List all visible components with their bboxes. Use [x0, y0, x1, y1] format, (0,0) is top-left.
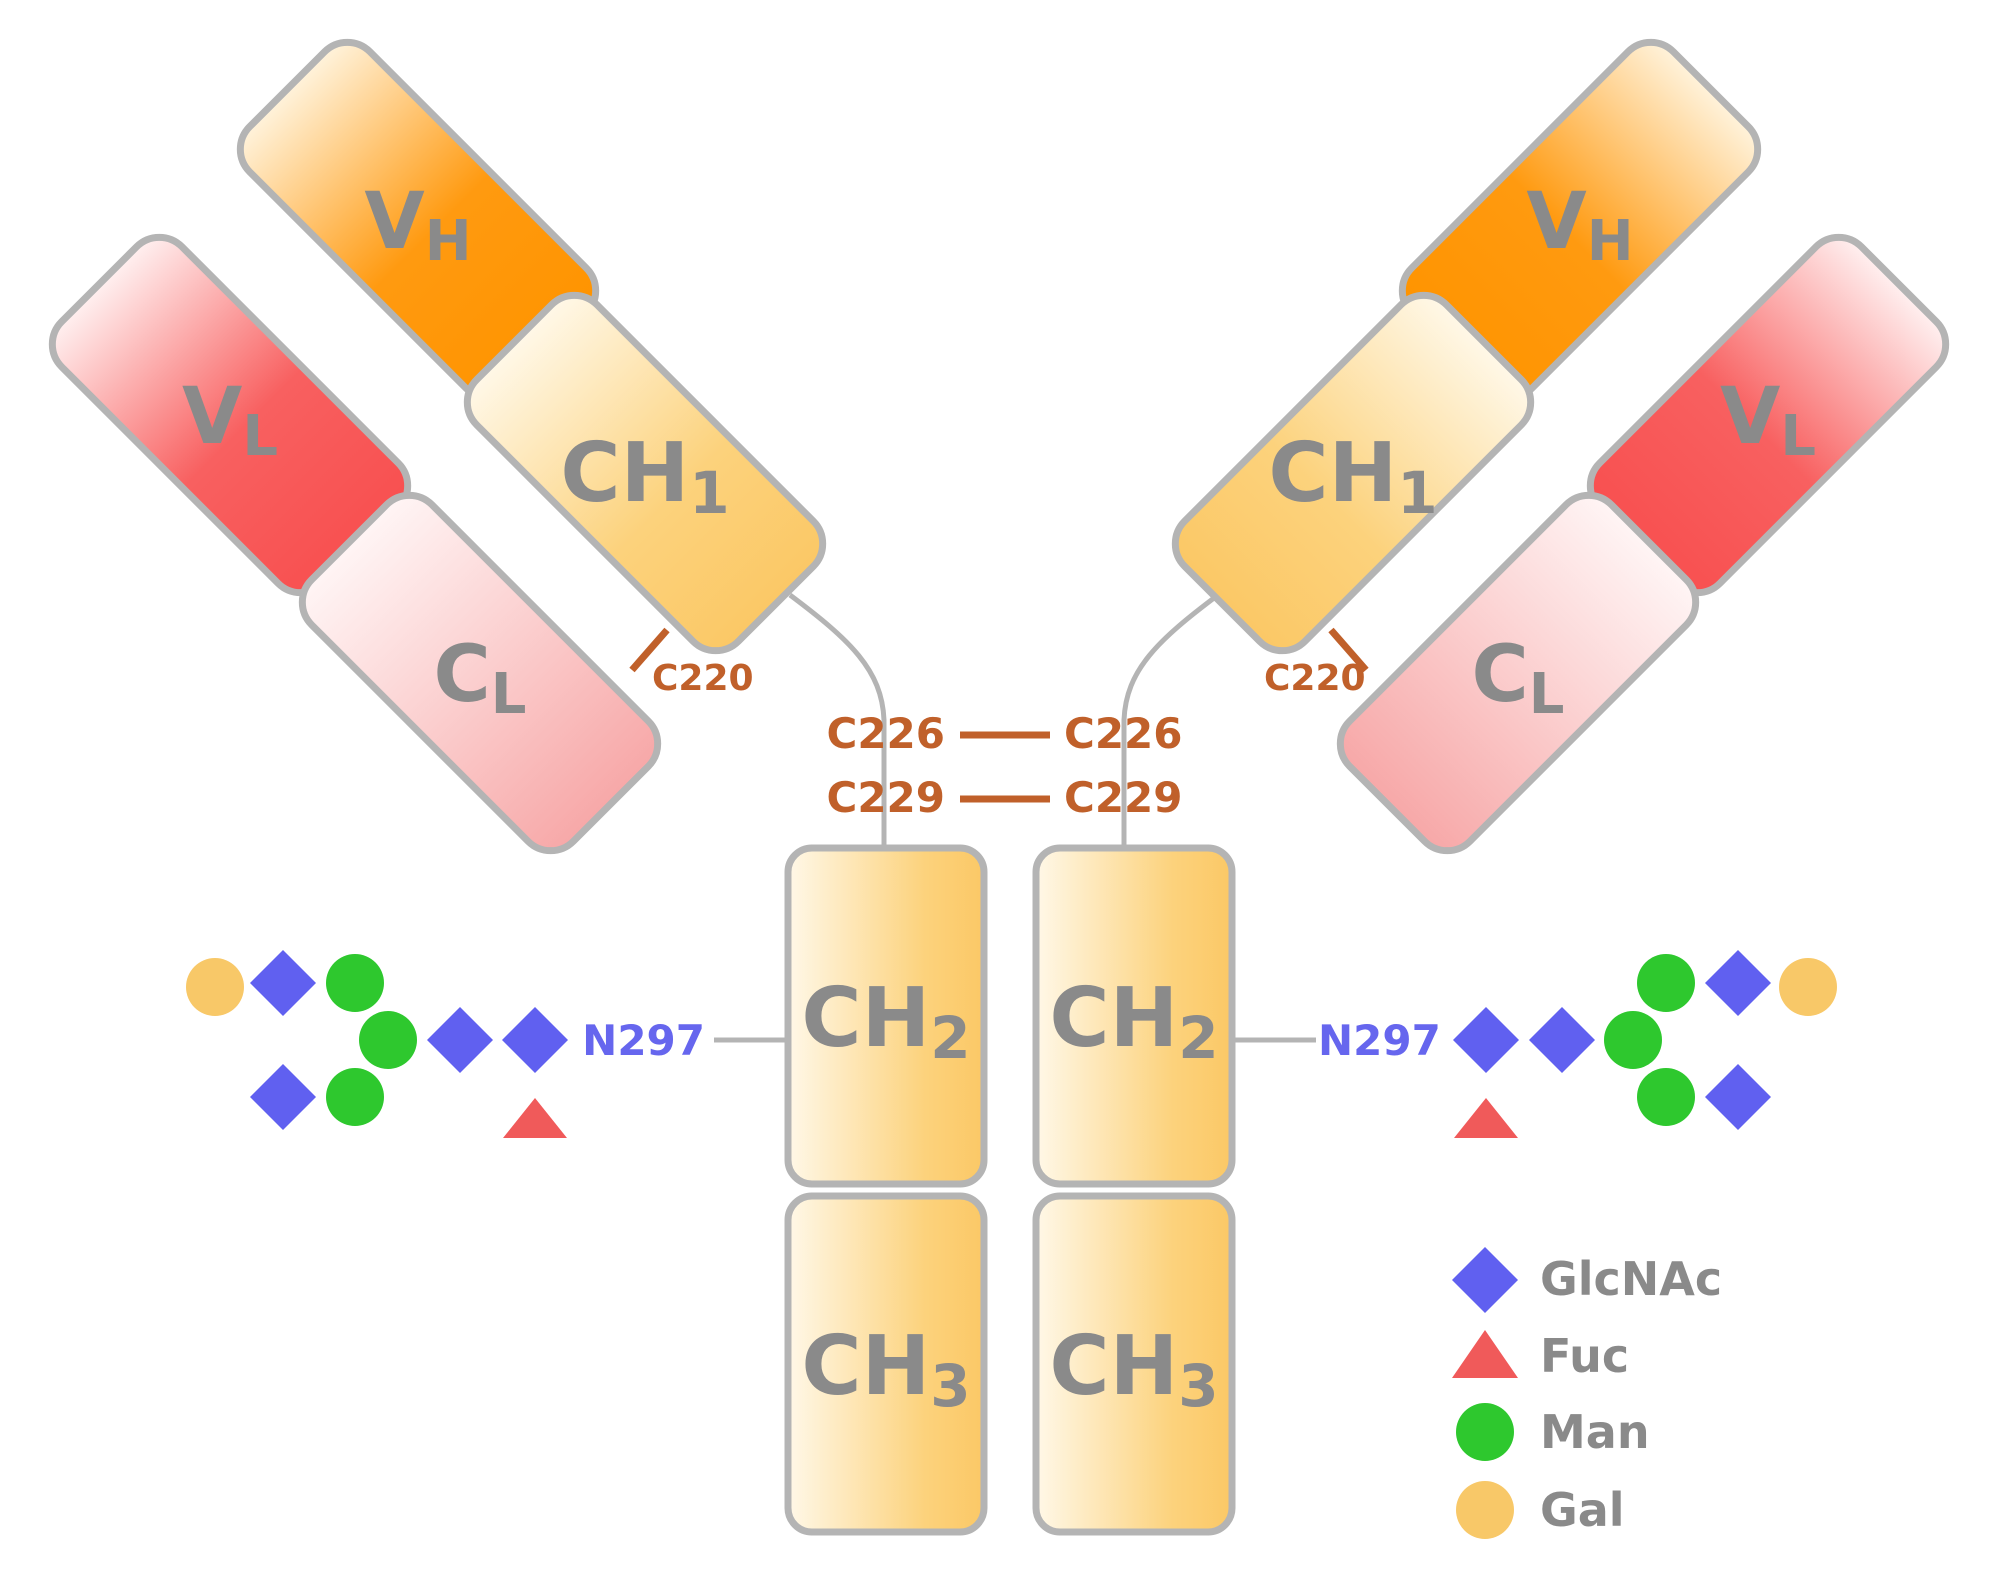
left-cl-main: C: [434, 630, 491, 720]
left-vh-sub: H: [425, 209, 472, 274]
right-cl-main: C: [1472, 630, 1529, 720]
legend-label-gal: Gal: [1540, 1483, 1625, 1537]
left-hinge-linker: [788, 593, 887, 842]
svg-text:CH2: CH2: [1049, 971, 1218, 1072]
left-ch1-sub: 1: [689, 459, 729, 527]
right-cl-sub: L: [1529, 662, 1565, 727]
left-ch1-domain: CH1: [463, 291, 827, 655]
legend-item-fuc: Fuc: [1452, 1329, 1629, 1383]
man-circle-icon: [326, 1068, 384, 1126]
right-c220-bond: [1328, 627, 1369, 673]
right-ch3-main: CH: [1049, 1319, 1178, 1414]
left-c220-label: C220: [652, 658, 754, 699]
right-ch1-domain: CH1: [1171, 291, 1535, 655]
man-circle-icon: [1456, 1403, 1514, 1461]
right-fab-arm: VH VL CH1 CL: [1171, 38, 1950, 855]
right-ch2-domain: CH2: [1032, 844, 1236, 1188]
gal-circle-icon: [1456, 1481, 1514, 1539]
left-ch3-main: CH: [801, 1319, 930, 1414]
right-ch3-domain: CH3: [1032, 1192, 1236, 1536]
svg-text:CH3: CH3: [1049, 1319, 1218, 1420]
svg-text:VH: VH: [1526, 177, 1633, 274]
hinge-c229-left-label: C229: [827, 773, 946, 822]
legend-item-man: Man: [1456, 1403, 1650, 1461]
right-cl-domain: CL: [1336, 491, 1700, 855]
gal-circle-icon: [186, 958, 244, 1016]
svg-text:CL: CL: [1472, 630, 1565, 727]
hinge-disulfides: C226 C226 C229 C229: [827, 709, 1183, 822]
fuc-triangle-icon: [1454, 1098, 1518, 1138]
left-vl-sub: L: [242, 404, 278, 469]
hinge-c226-right-label: C226: [1064, 709, 1183, 758]
svg-text:CH1: CH1: [560, 426, 729, 527]
right-vh-sub: H: [1587, 209, 1634, 274]
right-ch1-sub: 1: [1397, 459, 1437, 527]
left-vl-main: V: [182, 372, 242, 462]
glcnac-diamond-icon: [1529, 1007, 1595, 1073]
right-ch1-main: CH: [1268, 426, 1397, 521]
left-c220-bond: [629, 627, 670, 673]
left-ch2-sub: 2: [930, 1004, 970, 1072]
left-ch1-main: CH: [560, 426, 689, 521]
right-hinge-linker: [1121, 593, 1220, 842]
svg-text:VL: VL: [182, 372, 278, 469]
glcnac-diamond-icon: [1452, 1247, 1518, 1313]
glcnac-diamond-icon: [427, 1007, 493, 1073]
man-circle-icon: [1637, 1068, 1695, 1126]
left-ch3-domain: CH3: [784, 1192, 988, 1536]
right-vh-main: V: [1526, 177, 1586, 267]
svg-text:VH: VH: [364, 177, 471, 274]
legend-item-glcnac: GlcNAc: [1452, 1247, 1722, 1313]
glcnac-diamond-icon: [250, 950, 316, 1016]
left-glycan: N297: [186, 950, 788, 1138]
right-ch2-main: CH: [1049, 971, 1178, 1066]
right-vl-sub: L: [1780, 404, 1816, 469]
svg-text:CH2: CH2: [801, 971, 970, 1072]
left-cl-domain: CL: [298, 491, 662, 855]
right-n297-label: N297: [1318, 1016, 1441, 1065]
left-cl-sub: L: [491, 662, 527, 727]
gal-circle-icon: [1779, 958, 1837, 1016]
right-c220-label: C220: [1264, 658, 1366, 699]
right-ch3-sub: 3: [1178, 1352, 1218, 1420]
left-ch2-main: CH: [801, 971, 930, 1066]
right-vl-main: V: [1720, 372, 1780, 462]
glcnac-diamond-icon: [250, 1064, 316, 1130]
hinge-c226-left-label: C226: [827, 709, 946, 758]
left-ch3-sub: 3: [930, 1352, 970, 1420]
man-circle-icon: [1604, 1011, 1662, 1069]
left-ch2-domain: CH2: [784, 844, 988, 1188]
fuc-triangle-icon: [503, 1098, 567, 1138]
fuc-triangle-icon: [1452, 1330, 1518, 1378]
legend: GlcNAc Fuc Man Gal: [1452, 1247, 1722, 1539]
man-circle-icon: [359, 1011, 417, 1069]
man-circle-icon: [1637, 954, 1695, 1012]
glcnac-diamond-icon: [1705, 950, 1771, 1016]
hinge-linkers: [788, 593, 1220, 848]
svg-text:CL: CL: [434, 630, 527, 727]
glcnac-diamond-icon: [502, 1007, 568, 1073]
left-fab-arm: VH VL CH1 CL: [48, 38, 827, 855]
legend-label-fuc: Fuc: [1540, 1329, 1629, 1383]
svg-text:VL: VL: [1720, 372, 1816, 469]
svg-text:CH1: CH1: [1268, 426, 1437, 527]
fc-region: CH2 CH2 CH3 CH3: [784, 844, 1236, 1536]
legend-label-glcnac: GlcNAc: [1540, 1252, 1722, 1306]
legend-label-man: Man: [1540, 1405, 1650, 1459]
left-n297-label: N297: [582, 1016, 705, 1065]
man-circle-icon: [326, 954, 384, 1012]
right-ch2-sub: 2: [1178, 1004, 1218, 1072]
svg-text:CH3: CH3: [801, 1319, 970, 1420]
hinge-c229-right-label: C229: [1064, 773, 1183, 822]
right-glycan: N297: [1232, 950, 1837, 1138]
legend-item-gal: Gal: [1456, 1481, 1625, 1539]
left-vh-main: V: [364, 177, 424, 267]
glcnac-diamond-icon: [1453, 1007, 1519, 1073]
glcnac-diamond-icon: [1705, 1064, 1771, 1130]
